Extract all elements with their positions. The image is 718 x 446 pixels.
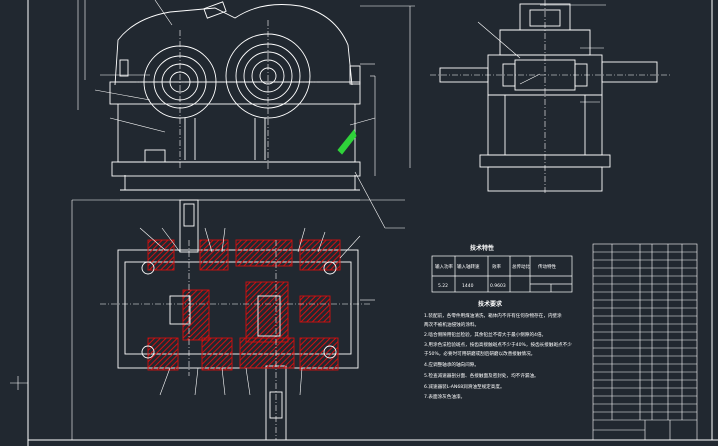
tech-params-grid xyxy=(431,255,573,293)
section-view[interactable] xyxy=(10,199,405,441)
tech-value-0: 5.22 xyxy=(438,283,448,289)
tech-req-line-7: 6.减速器装L-AN68润滑油至规定高度。 xyxy=(424,383,505,390)
tech-req-line-4: 于50%，必要时可用研磨或刮后研磨以改善接触情况。 xyxy=(424,350,535,357)
tech-header-3: 总传动比 xyxy=(512,263,530,270)
side-view-leaders xyxy=(477,4,606,103)
tech-req-line-0: 1.装配前，各零件用煤油清洗，箱体内不许有任何杂物存在，内壁涂 xyxy=(424,312,562,319)
tech-value-2: 0.9603 xyxy=(490,283,506,289)
tech-req-line-5: 4.应调整轴承的轴向间隙。 xyxy=(424,361,479,368)
tech-header-0: 输入功率 xyxy=(435,263,453,270)
parts-list-table[interactable] xyxy=(592,243,698,441)
tech-req-line-2: 2.啮合侧隙用铅丝检验，其余铅丝不得大于最小侧隙的4倍。 xyxy=(424,331,546,338)
tech-req-line-8: 7.表面涂灰色油漆。 xyxy=(424,393,465,400)
tech-params-title: 技术特性 xyxy=(470,244,494,252)
tech-params-block[interactable]: 技术特性 输入功率 输入轴转速 效率 总传动比 传动特性 5.22 1440 0… xyxy=(431,244,573,293)
tech-req-line-1: 两次不被机油侵蚀的涂料。 xyxy=(424,321,479,328)
tech-req-title: 技术要求 xyxy=(478,300,503,308)
tech-value-1: 1440 xyxy=(462,283,474,289)
tech-req-line-6: 5.检查减速器剖分面、各接触面及密封处，均不许漏油。 xyxy=(424,372,539,379)
front-view[interactable] xyxy=(77,0,415,229)
tech-req-line-3: 3.用涂色法检验斑点，按齿高接触斑点不少于40%，按齿长接触斑点不少 xyxy=(424,341,572,348)
tech-header-4: 传动特性 xyxy=(538,263,556,270)
section-view-leaders xyxy=(10,227,375,396)
section-hatch xyxy=(147,239,341,371)
tech-requirements-block[interactable]: 技术要求 1.装配前，各零件用煤油清洗，箱体内不许有任何杂物存在，内壁涂 两次不… xyxy=(424,300,572,400)
oil-dipstick xyxy=(337,129,357,155)
tech-header-1: 输入轴转速 xyxy=(457,263,480,270)
tech-header-2: 效率 xyxy=(492,263,501,270)
side-view[interactable] xyxy=(430,0,670,195)
drawing-border xyxy=(27,0,718,446)
